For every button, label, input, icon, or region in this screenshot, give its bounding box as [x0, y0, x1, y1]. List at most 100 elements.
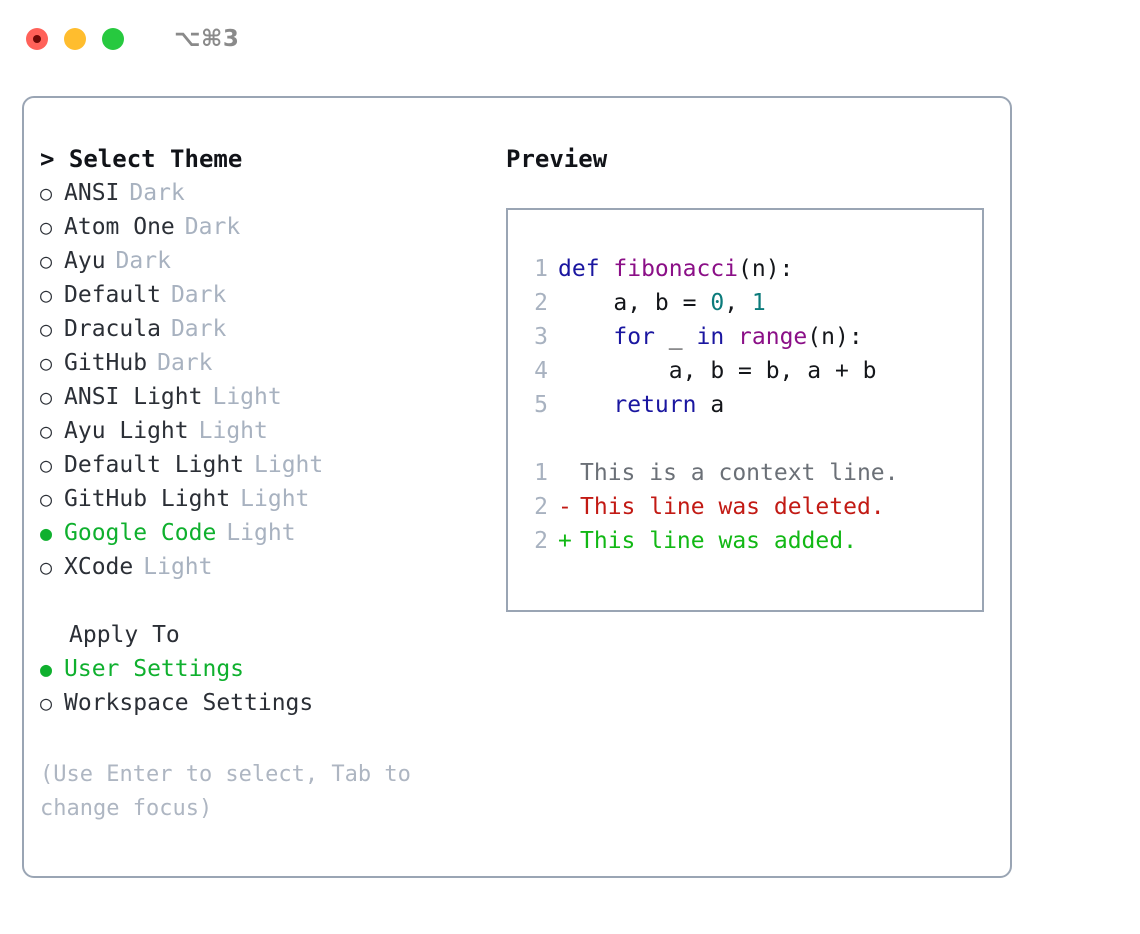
diff-line-added: 2+This line was added.: [526, 524, 982, 558]
code-token: [724, 324, 738, 350]
line-number: 1: [534, 460, 548, 486]
radio-unselected-icon: ○: [40, 351, 53, 375]
theme-option-tag: Dark: [157, 350, 213, 376]
radio-unselected-icon: ○: [40, 317, 53, 341]
code-token: fibonacci: [613, 256, 739, 282]
code-token: [558, 392, 613, 418]
radio-unselected-icon: ○: [40, 215, 53, 239]
theme-option-tag: Dark: [170, 282, 227, 308]
line-number: 2: [534, 494, 548, 520]
theme-option-tag: Dark: [184, 214, 241, 240]
theme-option-label: Atom One: [64, 214, 175, 240]
diff-sign: +: [558, 528, 572, 554]
recording-indicator-icon: [33, 35, 41, 43]
radio-unselected-icon: ○: [40, 283, 53, 307]
code-token: (n):: [738, 256, 794, 282]
maximize-button[interactable]: [102, 28, 124, 50]
code-token: _: [654, 324, 697, 350]
apply-to-heading: Apply To: [69, 622, 180, 648]
diff-line-context: 1 This is a context line.: [526, 456, 982, 490]
title-bar: ⌥⌘3: [0, 0, 1140, 78]
theme-option-tag: Light: [212, 384, 282, 410]
apply-to-option-label: User Settings: [64, 656, 245, 682]
radio-unselected-icon: ○: [40, 691, 53, 715]
theme-option-tag: Light: [143, 554, 213, 580]
preview-heading: Preview: [506, 145, 608, 173]
line-number: 3: [534, 324, 548, 350]
close-button[interactable]: [26, 28, 48, 50]
diff-text: This line was deleted.: [580, 494, 885, 520]
radio-unselected-icon: ○: [40, 555, 53, 579]
theme-option-github-light[interactable]: ○ GitHub Light Light: [40, 482, 484, 516]
diff-sign: [558, 456, 580, 490]
radio-unselected-icon: ○: [40, 487, 53, 511]
theme-option-ansi-light[interactable]: ○ ANSI Light Light: [40, 380, 484, 414]
apply-to-option-list: ●User Settings ○ Workspace Settings: [40, 652, 484, 720]
radio-unselected-icon: ○: [40, 385, 53, 409]
traffic-light-group: [26, 28, 124, 50]
code-token: def: [558, 256, 614, 282]
code-token: for: [613, 324, 655, 350]
diff-sign: -: [558, 494, 572, 520]
theme-option-tag: Light: [254, 452, 324, 478]
radio-unselected-icon: ○: [40, 181, 53, 205]
code-token: range: [738, 324, 808, 350]
line-number: 1: [534, 256, 548, 282]
code-token: 0: [710, 290, 725, 316]
theme-option-default[interactable]: ○ Default Dark: [40, 278, 484, 312]
diff-line-deleted: 2-This line was deleted.: [526, 490, 982, 524]
theme-option-tag: Light: [226, 520, 296, 546]
radio-selected-icon: ●: [40, 521, 53, 545]
theme-option-label: Ayu: [64, 248, 106, 274]
code-line: 2 a, b = 0, 1: [526, 286, 982, 320]
code-line: 1 def fibonacci(n):: [526, 252, 982, 286]
code-token: (n):: [807, 324, 863, 350]
theme-option-label: XCode: [64, 554, 134, 580]
apply-to-option-workspace-settings[interactable]: ○ Workspace Settings: [40, 686, 484, 720]
theme-option-atom-one[interactable]: ○ Atom One Dark: [40, 210, 484, 244]
code-token: in: [696, 324, 725, 350]
diff-text: This is a context line.: [580, 460, 899, 486]
radio-unselected-icon: ○: [40, 453, 53, 477]
code-token: a: [696, 392, 725, 418]
apply-to-option-label: Workspace Settings: [64, 690, 314, 716]
theme-option-tag: Dark: [170, 316, 227, 342]
theme-option-xcode[interactable]: ○ XCode Light: [40, 550, 484, 584]
code-line: 4 a, b = b, a + b: [526, 354, 982, 388]
theme-option-label: ANSI Light: [64, 384, 203, 410]
keyboard-shortcut-label: ⌥⌘3: [174, 26, 240, 52]
page-title-label: [54, 145, 68, 173]
code-token: return: [613, 392, 697, 418]
line-number: 5: [534, 392, 548, 418]
theme-option-label: Default: [64, 282, 161, 308]
code-token: ,: [724, 290, 752, 316]
theme-option-tag: Light: [240, 486, 310, 512]
theme-option-tag: Dark: [115, 248, 171, 274]
theme-option-label: GitHub Light: [64, 486, 231, 512]
prompt-caret-icon: >: [40, 145, 55, 173]
line-number: 4: [534, 358, 548, 384]
theme-option-label: Google Code: [64, 520, 217, 546]
theme-option-github[interactable]: ○ GitHub Dark: [40, 346, 484, 380]
apply-to-option-user-settings[interactable]: ●User Settings: [40, 652, 484, 686]
theme-option-google-code[interactable]: ● Google Code Light: [40, 516, 484, 550]
keyboard-hint-text: (Use Enter to select, Tab to change focu…: [40, 762, 425, 821]
theme-option-label: GitHub: [64, 350, 148, 376]
theme-option-label: ANSI: [64, 180, 120, 206]
minimize-button[interactable]: [64, 28, 86, 50]
apply-to-section: Apply To ●User Settings ○ Workspace Settin…: [40, 618, 484, 720]
diff-text: This line was added.: [580, 528, 857, 554]
page-title: > Select Theme: [40, 142, 484, 176]
code-token: [558, 324, 613, 350]
select-theme-label: Select Theme: [68, 145, 243, 173]
